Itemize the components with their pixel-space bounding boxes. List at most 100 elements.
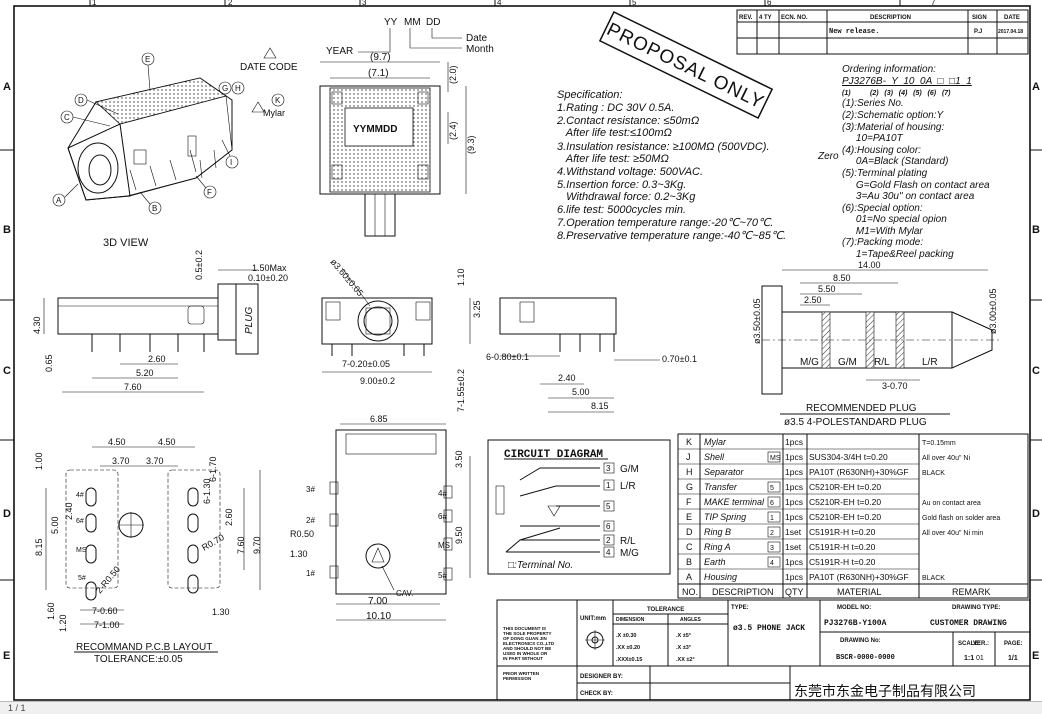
ordering-line: 3=Au 30u" on contact area xyxy=(842,191,975,202)
plug-dim: 2.50 xyxy=(804,295,822,305)
dim-side: 7.60 xyxy=(124,382,142,392)
circuit-pin-no: 1 xyxy=(606,481,611,490)
grid-row: D xyxy=(1032,508,1040,520)
circuit-pin-no: 3 xyxy=(606,464,611,473)
ordering-line: (7):Packing mode: xyxy=(842,237,923,248)
ordering-line: 1=Tape&Reel packing xyxy=(842,249,954,260)
circuit-diagram: CIRCUIT DIAGRAM 3 G/M 1 L/R 5 6 2 R/L 4 … xyxy=(487,439,671,575)
side-view: PLUG 1.50Max 0.10±0.20 0.5±0.2 4.30 0.65… xyxy=(32,250,288,393)
circuit-pin-no: 6 xyxy=(606,522,611,531)
ordering-line: (5):Terminal plating xyxy=(842,168,928,179)
dim-pcb: 6-1.70 xyxy=(208,456,218,482)
model-label: MODEL NO: xyxy=(837,605,871,611)
bom-head-mat: MATERIAL xyxy=(837,587,881,597)
dim-rear: 0.70±0.1 xyxy=(662,354,697,364)
unit-label: UNIT:mm xyxy=(580,616,606,622)
bom-cell-no: E xyxy=(686,512,692,522)
page-indicator: 1 / 1 xyxy=(8,703,26,713)
bom-cell-no: K xyxy=(686,437,692,447)
ordering-line: 01=No special opion xyxy=(842,214,947,225)
callout-c: C xyxy=(64,113,70,122)
dim-pcb: 7-1.00 xyxy=(94,620,120,630)
viewer-status-bar: 1 / 1 xyxy=(0,701,1042,714)
bom-cell-desc: Housing xyxy=(704,572,737,582)
spec-line: 2.Contact resistance: ≤50mΩ xyxy=(556,115,699,127)
dim-bottom: 3.50 xyxy=(454,450,464,468)
dim-pcb: 8.15 xyxy=(34,538,44,556)
bom-mark-box xyxy=(767,526,781,538)
notice-line: PERMISSION xyxy=(503,676,531,681)
bom-mark-box xyxy=(767,511,781,523)
ordering-information: Ordering information: PJ3276B- Y 10 0A □… xyxy=(817,64,990,260)
ordering-keys: (1) (2) (3) (4) (5) (6) (7) xyxy=(842,90,951,97)
plug-dim: ø3.00±0.05 xyxy=(988,289,998,334)
type-label: TYPE: xyxy=(731,605,749,611)
bom-cell-mark: 1 xyxy=(770,515,774,522)
dim-front: 7-1.55±0.2 xyxy=(456,369,466,412)
rev-head: DATE xyxy=(1004,15,1020,21)
cav-label: CAV. xyxy=(396,589,413,598)
dim-pcb: 3.70 xyxy=(112,456,130,466)
circuit-pin-no: 4 xyxy=(606,548,611,557)
bom-cell-desc: Shell xyxy=(704,452,725,462)
callout-h: H xyxy=(235,84,241,93)
bom-cell-no: D xyxy=(686,527,693,537)
bom-cell-mat: C5210R-EH t=0.20 xyxy=(809,497,881,507)
dim-pcb: 2.60 xyxy=(224,508,234,526)
bom-mark-box xyxy=(767,541,781,553)
bom-mark-box xyxy=(767,481,781,493)
spec-line: 3.Insulation resistance: ≥100MΩ (500VDC)… xyxy=(557,141,770,153)
pin-label: 2# xyxy=(306,516,315,525)
notice-line: IN PART WITHOUT xyxy=(503,656,543,661)
ordering-code: PJ3276B- Y 10 0A □ □1 1 xyxy=(842,76,972,87)
bom-mark-box xyxy=(767,556,781,568)
bom-head-no: NO. xyxy=(682,587,698,597)
scale-label: SCALE: xyxy=(958,641,980,647)
bom-cell-desc: MAKE terminal xyxy=(704,497,765,507)
dim-pcb: 4.50 xyxy=(158,437,176,447)
bom-cell-qty: 1pcs xyxy=(785,482,803,492)
bom-head-desc: DESCRIPTION xyxy=(712,587,774,597)
front-view: ø3.60±0.05 1.10 3.25 7-0.20±0.05 9.00±0.… xyxy=(321,257,482,412)
bom-cell-qty: 1pcs xyxy=(785,572,803,582)
callout-e: E xyxy=(145,55,150,64)
plug-seg: G/M xyxy=(838,357,857,368)
mylar-label: Mylar xyxy=(263,108,285,118)
check-label: CHECK BY: xyxy=(580,691,613,697)
grid-row: C xyxy=(1032,365,1040,377)
spec-line: Withdrawal force: 0.2~3Kg xyxy=(557,191,696,203)
pcb-tolerance: TOLERANCE:±0.05 xyxy=(94,654,183,665)
bom-cell-qty: 1set xyxy=(785,542,802,552)
dim-front: 9.00±0.2 xyxy=(360,376,395,386)
ordering-line: 0A=Black (Standard) xyxy=(842,156,948,167)
scale-value: 1:1 xyxy=(964,655,974,662)
bom-cell-remark: BLACK xyxy=(922,470,945,477)
bom-cell-mark: 3 xyxy=(770,545,774,552)
bom-cell-mat: SUS304-3/4H t=0.20 xyxy=(809,452,888,462)
rev-head: ECN. NO. xyxy=(781,15,808,21)
dim-pcb: 9.70 xyxy=(252,536,262,554)
rev-head: REV. xyxy=(739,15,753,21)
dim-bottom: 7.00 xyxy=(368,596,388,607)
specification-block: Specification: 1.Rating : DC 30V 0.5A. 2… xyxy=(556,89,786,242)
bom-head-remark: REMARK xyxy=(952,587,991,597)
dim-side: 0.5±0.2 xyxy=(194,250,204,280)
notice-line: THE SOLE PROPERTY xyxy=(503,631,552,636)
rear-view: 6-0.80±0.1 0.70±0.1 2.40 5.00 8.15 xyxy=(486,297,697,413)
dd-label: DD xyxy=(426,17,440,28)
dim-top: (2.4) xyxy=(448,121,458,140)
notice-line: OF DONG GUAN JIN xyxy=(503,636,547,641)
pin-label: 6# xyxy=(438,512,447,521)
grid-row: C xyxy=(3,365,11,377)
dim-pcb: 5.00 xyxy=(50,516,60,534)
dim-side: 4.30 xyxy=(32,316,42,334)
grid-row: B xyxy=(1032,224,1040,236)
tol-cell: .X ±0.30 xyxy=(616,633,636,639)
dim-rear: 2.40 xyxy=(558,373,576,383)
page-label: PAGE: xyxy=(1004,641,1023,647)
marking-text: YYMMDD xyxy=(353,124,397,135)
month-label: Month xyxy=(466,44,494,55)
plug-title: RECOMMENDED PLUG xyxy=(806,403,917,414)
drawing-no-label: DRAWING No: xyxy=(840,638,881,644)
spec-line: 5.Insertion force: 0.3~3Kg. xyxy=(557,179,686,191)
